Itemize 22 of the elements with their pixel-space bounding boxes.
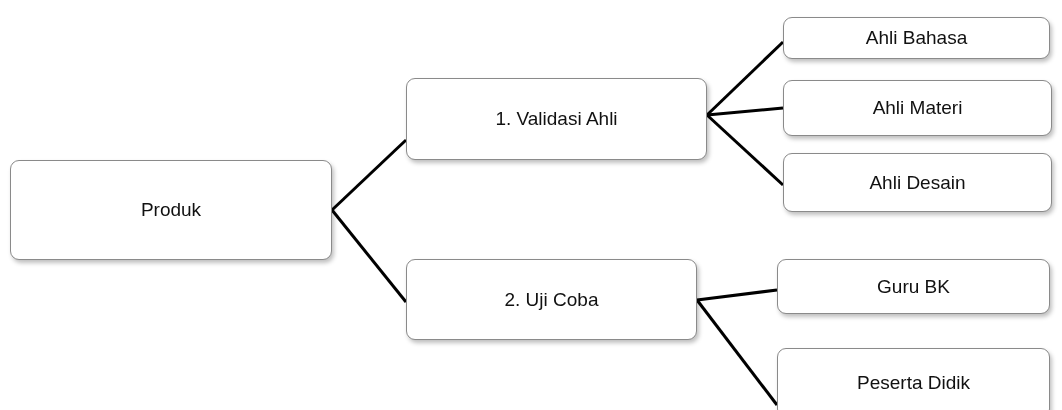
box-label: Ahli Bahasa xyxy=(865,27,968,49)
connector-line xyxy=(695,299,779,406)
box-label: Ahli Materi xyxy=(872,97,963,119)
process-box xyxy=(783,80,1052,136)
process-box xyxy=(783,17,1050,59)
box-label: Guru BK xyxy=(877,275,950,298)
process-box xyxy=(406,78,707,160)
box-label: Peserta Didik xyxy=(857,372,970,394)
process-box xyxy=(406,259,697,340)
connector-line xyxy=(706,106,784,117)
connector-line xyxy=(330,209,408,303)
process-box xyxy=(10,160,332,260)
connector-line xyxy=(330,138,408,212)
box-label: Ahli Desain xyxy=(869,171,966,194)
process-box xyxy=(777,348,1050,410)
connector-line xyxy=(706,113,784,187)
connector-line xyxy=(696,288,778,302)
process-box xyxy=(783,153,1052,212)
box-label: 1. Validasi Ahli xyxy=(495,108,618,130)
box-label: Produk xyxy=(140,199,202,221)
process-box xyxy=(777,259,1050,314)
box-label: 2. Uji Coba xyxy=(504,288,599,311)
